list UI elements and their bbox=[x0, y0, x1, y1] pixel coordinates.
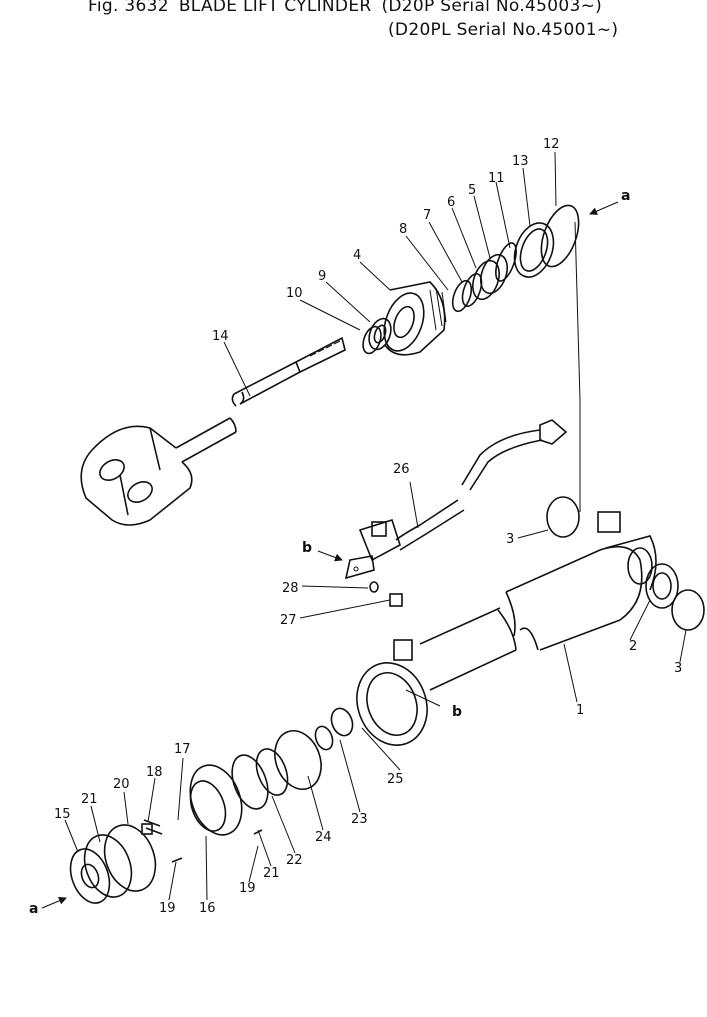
label-part-15: 15 bbox=[54, 807, 71, 822]
ref-a-bottom: a bbox=[29, 901, 38, 917]
label-part-10: 10 bbox=[286, 286, 303, 301]
header-line-1: Fig. 3632 BLADE LIFT CYLINDER (D20P Serial… bbox=[88, 0, 612, 16]
label-part-19-right: 19 bbox=[239, 881, 256, 896]
label-part-2: 2 bbox=[629, 639, 637, 654]
label-part-11: 11 bbox=[488, 171, 505, 186]
model-serial-1: (D20P Serial No.45003~) bbox=[381, 0, 603, 16]
label-part-28: 28 bbox=[282, 581, 299, 596]
label-part-20: 20 bbox=[113, 777, 130, 792]
label-part-18: 18 bbox=[146, 765, 163, 780]
label-part-21-left: 21 bbox=[81, 792, 98, 807]
piston-assembly bbox=[69, 707, 354, 904]
label-part-16: 16 bbox=[199, 901, 216, 916]
leader-lines bbox=[64, 151, 687, 901]
label-part-14: 14 bbox=[212, 329, 229, 344]
label-part-27: 27 bbox=[280, 613, 297, 628]
label-part-5: 5 bbox=[468, 183, 476, 198]
cylinder-head-group bbox=[362, 204, 580, 356]
cylinder-tube bbox=[356, 511, 679, 746]
piston-rod bbox=[80, 336, 346, 526]
header-line-2: (D20PL Serial No.45001~) bbox=[388, 20, 628, 40]
ref-b-right: b bbox=[452, 704, 462, 720]
snap-ring-lower bbox=[671, 589, 705, 631]
arrow-icon bbox=[41, 897, 67, 909]
figure-header: Fig. 3632 BLADE LIFT CYLINDER (D20P Serial… bbox=[88, 0, 698, 48]
label-part-12: 12 bbox=[543, 137, 560, 152]
label-part-17: 17 bbox=[174, 742, 191, 757]
label-part-13: 13 bbox=[512, 154, 529, 169]
ref-a-top: a bbox=[621, 188, 630, 204]
label-part-19-left: 19 bbox=[159, 901, 176, 916]
snap-ring-upper bbox=[546, 496, 580, 538]
label-part-8: 8 bbox=[399, 222, 407, 237]
label-part-21-right: 21 bbox=[263, 866, 280, 881]
hose-pipe bbox=[344, 419, 568, 607]
arrow-icon bbox=[589, 201, 619, 215]
label-part-4: 4 bbox=[353, 248, 361, 263]
label-part-6: 6 bbox=[447, 195, 455, 210]
label-part-25: 25 bbox=[387, 772, 404, 787]
label-part-9: 9 bbox=[318, 269, 326, 284]
model-serial-2: (D20PL Serial No.45001~) bbox=[388, 20, 619, 40]
label-part-3-upper: 3 bbox=[506, 532, 514, 547]
label-part-23: 23 bbox=[351, 812, 368, 827]
label-part-22: 22 bbox=[286, 853, 303, 868]
label-part-26: 26 bbox=[393, 462, 410, 477]
label-part-1: 1 bbox=[576, 703, 584, 718]
arrow-icon bbox=[317, 550, 343, 562]
label-part-7: 7 bbox=[423, 208, 431, 223]
label-part-3-lower: 3 bbox=[674, 661, 682, 676]
label-part-24: 24 bbox=[315, 830, 332, 845]
ref-b-left: b bbox=[302, 540, 312, 556]
figure-number: Fig. 3632 bbox=[88, 0, 169, 16]
figure-title: BLADE LIFT CYLINDER bbox=[178, 0, 372, 16]
